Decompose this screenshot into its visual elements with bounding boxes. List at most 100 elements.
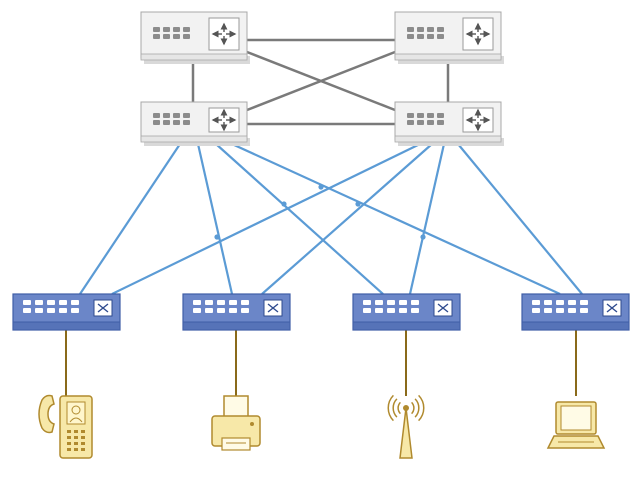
port-icon <box>556 308 564 313</box>
switch-cross-icon <box>93 299 113 317</box>
port-icon <box>35 308 43 313</box>
port-icon <box>153 120 160 125</box>
port-icon <box>183 113 190 118</box>
port-icon <box>71 308 79 313</box>
uplink-core-bottom-left-to-access-1 <box>79 143 181 295</box>
uplinks <box>79 142 583 296</box>
ip-phone-icon <box>38 394 93 459</box>
port-icon <box>173 113 180 118</box>
port-icon <box>183 120 190 125</box>
switch-cross-icon <box>433 299 453 317</box>
port-icon <box>411 308 419 313</box>
router-arrows-icon <box>462 17 494 51</box>
port-icon <box>229 300 237 305</box>
port-icon <box>532 300 540 305</box>
uplink-core-bottom-right-to-access-3 <box>408 143 446 295</box>
switch-base <box>140 135 248 143</box>
link-crossing-dot <box>281 201 287 207</box>
port-icon <box>375 300 383 305</box>
port-icon <box>407 120 414 125</box>
port-icon <box>427 27 434 32</box>
port-icon <box>23 308 31 313</box>
uplink-core-bottom-right-to-access-1 <box>111 143 421 295</box>
switch-base <box>12 321 121 331</box>
switch-base <box>394 53 502 61</box>
uplink-core-bottom-left-to-access-4 <box>231 142 561 296</box>
port-icon <box>163 34 170 39</box>
switch-base <box>140 53 248 61</box>
access-1-switch <box>12 293 121 331</box>
port-icon <box>427 113 434 118</box>
port-icon <box>407 34 414 39</box>
port-icon <box>387 308 395 313</box>
port-icon <box>163 120 170 125</box>
link-crossing-dot <box>355 201 361 207</box>
port-icon <box>387 300 395 305</box>
switch-base <box>182 321 291 331</box>
port-icon <box>153 113 160 118</box>
router-arrows-icon <box>208 107 240 133</box>
link-crossing-dot <box>318 184 324 190</box>
port-icon <box>437 34 444 39</box>
port-icon <box>580 308 588 313</box>
core-bottom-right-switch <box>394 101 504 146</box>
wireless-access-point-icon <box>387 394 425 459</box>
port-icon <box>47 308 55 313</box>
port-icon <box>153 27 160 32</box>
port-icon <box>59 300 67 305</box>
uplink-core-bottom-left-to-access-2 <box>196 143 234 295</box>
port-icon <box>205 308 213 313</box>
port-icon <box>437 27 444 32</box>
port-icon <box>407 113 414 118</box>
switch-base <box>394 135 502 143</box>
port-icon <box>407 27 414 32</box>
switch-cross-icon <box>602 299 622 317</box>
core-top-right-switch <box>394 11 504 64</box>
port-icon <box>193 308 201 313</box>
port-icon <box>217 308 225 313</box>
port-icon <box>59 308 67 313</box>
port-icon <box>153 34 160 39</box>
port-icon <box>217 300 225 305</box>
port-icon <box>417 113 424 118</box>
port-icon <box>544 308 552 313</box>
laptop-icon <box>546 401 606 449</box>
uplink-core-bottom-left-to-access-3 <box>215 143 384 295</box>
port-icon <box>556 300 564 305</box>
port-icon <box>375 308 383 313</box>
port-icon <box>173 34 180 39</box>
link-crossing-dot <box>214 234 220 240</box>
port-icon <box>417 27 424 32</box>
core-links <box>191 38 450 126</box>
port-icon <box>71 300 79 305</box>
port-icon <box>532 308 540 313</box>
port-icon <box>205 300 213 305</box>
port-icon <box>411 300 419 305</box>
port-icon <box>35 300 43 305</box>
printer-icon <box>211 395 261 451</box>
core-switches <box>140 11 504 146</box>
core-bottom-left-switch <box>140 101 250 146</box>
access-4-switch <box>521 293 630 331</box>
switch-base <box>521 321 630 331</box>
port-icon <box>229 308 237 313</box>
port-icon <box>417 120 424 125</box>
switch-base <box>352 321 461 331</box>
port-icon <box>437 113 444 118</box>
endpoints <box>38 394 606 459</box>
port-icon <box>544 300 552 305</box>
port-icon <box>399 300 407 305</box>
port-icon <box>23 300 31 305</box>
port-icon <box>427 120 434 125</box>
router-arrows-icon <box>208 17 240 51</box>
port-icon <box>47 300 55 305</box>
port-icon <box>363 300 371 305</box>
access-switches <box>12 293 630 331</box>
port-icon <box>568 300 576 305</box>
port-icon <box>437 120 444 125</box>
access-3-switch <box>352 293 461 331</box>
port-icon <box>363 308 371 313</box>
port-icon <box>427 34 434 39</box>
uplink-core-bottom-right-to-access-4 <box>457 143 583 295</box>
